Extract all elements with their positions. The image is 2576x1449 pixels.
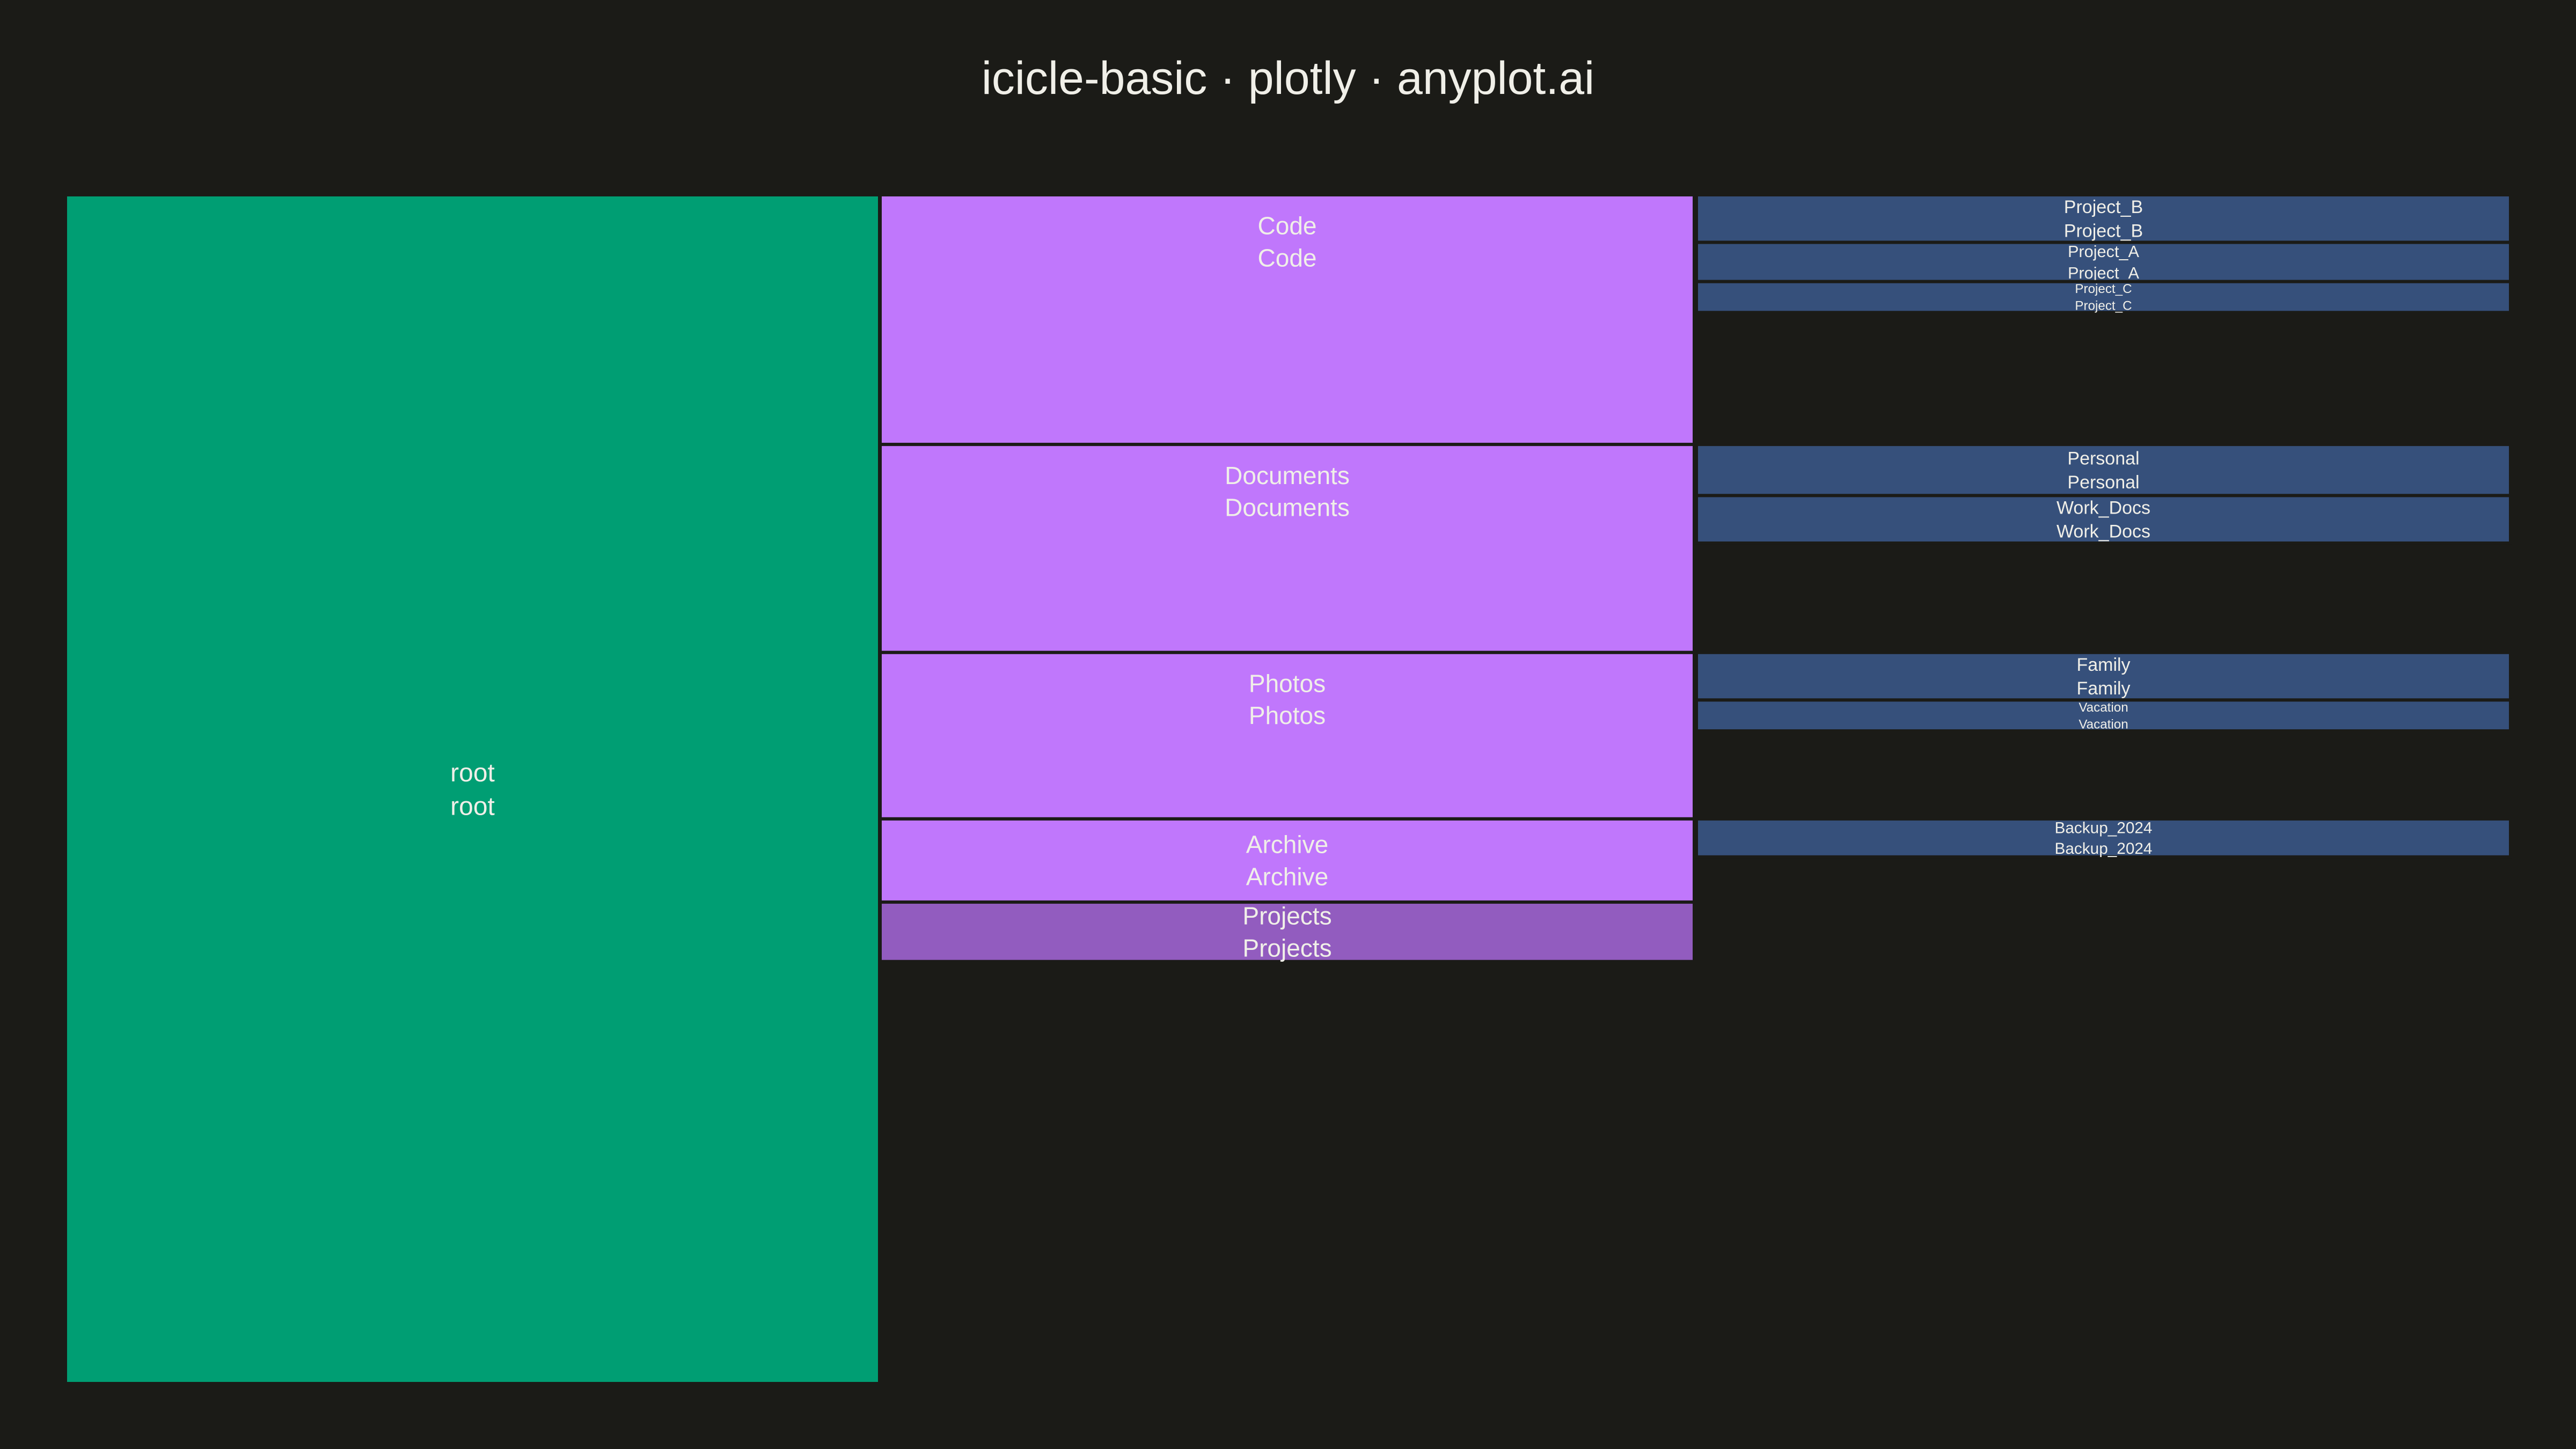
icicle-backup-2024-text: Backup_2024 <box>2055 840 2153 858</box>
icicle-personal-text: Personal <box>2067 472 2139 493</box>
icicle-family-text: Family <box>2076 678 2130 699</box>
icicle-photos-label: Photos <box>1249 669 1326 697</box>
icicle-backup-2024-cell[interactable] <box>1695 817 2512 859</box>
icicle-project-b-cell[interactable] <box>1695 193 2512 244</box>
icicle-photos-cell[interactable] <box>879 650 1696 821</box>
icicle-project-a-cell[interactable] <box>1695 240 2512 283</box>
icicle-documents-text: Documents <box>1225 494 1350 522</box>
icicle-vacation-cell[interactable] <box>1695 698 2512 733</box>
icicle-project-c-text: Project_C <box>2075 299 2132 313</box>
icicle-code-label: Code <box>1258 212 1317 240</box>
icicle-archive-text: Archive <box>1246 862 1328 890</box>
icicle-work-docs-text: Work_Docs <box>2057 522 2150 542</box>
icicle-root-cell[interactable] <box>64 193 881 1385</box>
icicle-root-label: root <box>450 759 495 787</box>
icicle-projects-cell[interactable] <box>879 900 1696 963</box>
icicle-project-a-text: Project_A <box>2068 264 2140 282</box>
icicle-vacation-text: Vacation <box>2079 717 2128 731</box>
icicle-projects-label: Projects <box>1242 902 1331 930</box>
icicle-work-docs-cell[interactable] <box>1695 494 2512 545</box>
icicle-project-a-label: Project_A <box>2068 242 2140 261</box>
icicle-family-label: Family <box>2076 655 2130 675</box>
icicle-personal-label: Personal <box>2067 449 2139 469</box>
icicle-code-text: Code <box>1258 244 1317 272</box>
icicle-family-cell[interactable] <box>1695 650 2512 702</box>
icicle-root-text: root <box>450 793 495 821</box>
icicle-photos-text: Photos <box>1249 701 1326 729</box>
icicle-project-c-label: Project_C <box>2075 282 2132 296</box>
chart-title: icicle-basic · plotly · anyplot.ai <box>981 53 1595 104</box>
icicle-archive-label: Archive <box>1246 831 1328 859</box>
icicle-projects-text: Projects <box>1242 934 1331 962</box>
icicle-backup-2024-label: Backup_2024 <box>2055 819 2153 837</box>
icicle-project-b-text: Project_B <box>2064 221 2143 241</box>
icicle-project-c-cell[interactable] <box>1695 280 2512 314</box>
icicle-code-cell[interactable] <box>879 193 1696 447</box>
icicle-project-b-label: Project_B <box>2064 197 2143 217</box>
icicle-work-docs-label: Work_Docs <box>2057 497 2150 518</box>
icicle-vacation-label: Vacation <box>2079 700 2128 715</box>
icicle-documents-label: Documents <box>1225 462 1350 489</box>
